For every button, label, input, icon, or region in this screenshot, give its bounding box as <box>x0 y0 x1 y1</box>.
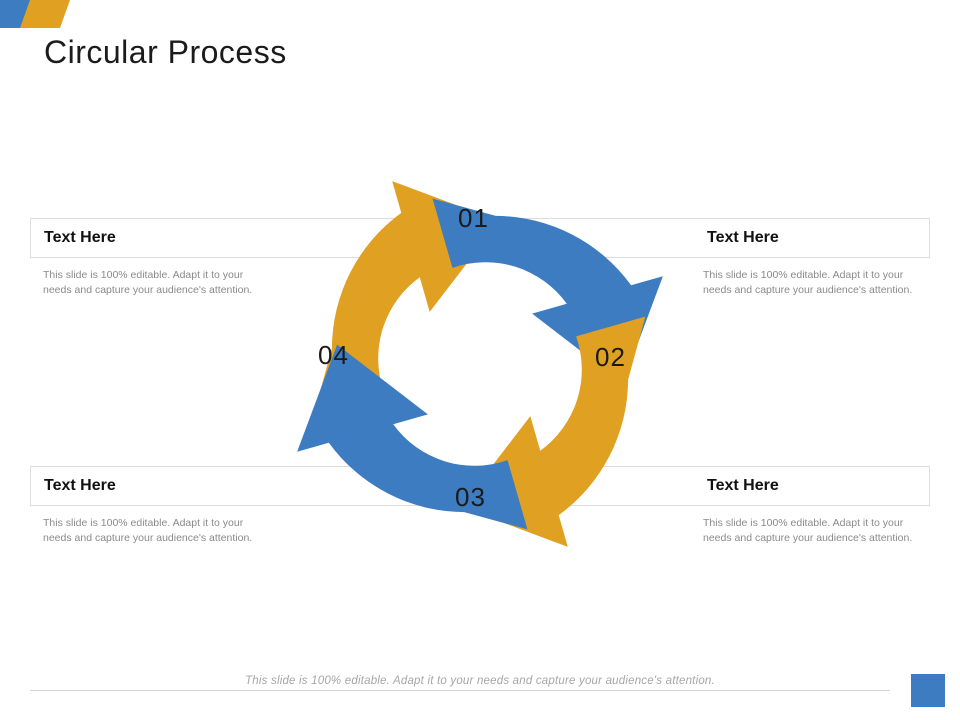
arrow-segment-04 <box>297 344 528 530</box>
footer-divider <box>30 690 890 691</box>
body-text-bottom-left: This slide is 100% editable. Adapt it to… <box>43 517 253 545</box>
banner-bottom-left-label: Text Here <box>44 477 116 494</box>
page-title: Circular Process <box>44 34 287 70</box>
footer-text: This slide is 100% editable. Adapt it to… <box>245 675 715 687</box>
body-text-bottom-right: This slide is 100% editable. Adapt it to… <box>703 517 913 545</box>
body-text-top-right: This slide is 100% editable. Adapt it to… <box>703 269 913 297</box>
circular-arrows-svg <box>297 181 663 547</box>
arrow-segment-01 <box>314 181 500 412</box>
banner-bottom-right-label: Text Here <box>707 477 779 494</box>
banner-top-right-label: Text Here <box>707 229 779 246</box>
body-text-top-left: This slide is 100% editable. Adapt it to… <box>43 269 253 297</box>
brand-chevron-logo <box>0 0 70 28</box>
brand-logo <box>0 0 78 34</box>
arrow-segment-02 <box>432 198 663 384</box>
arrow-segment-03 <box>460 316 646 547</box>
circular-process-diagram: 01 02 03 04 <box>270 152 690 576</box>
footer-accent-square <box>911 674 945 707</box>
banner-top-left-label: Text Here <box>44 229 116 246</box>
